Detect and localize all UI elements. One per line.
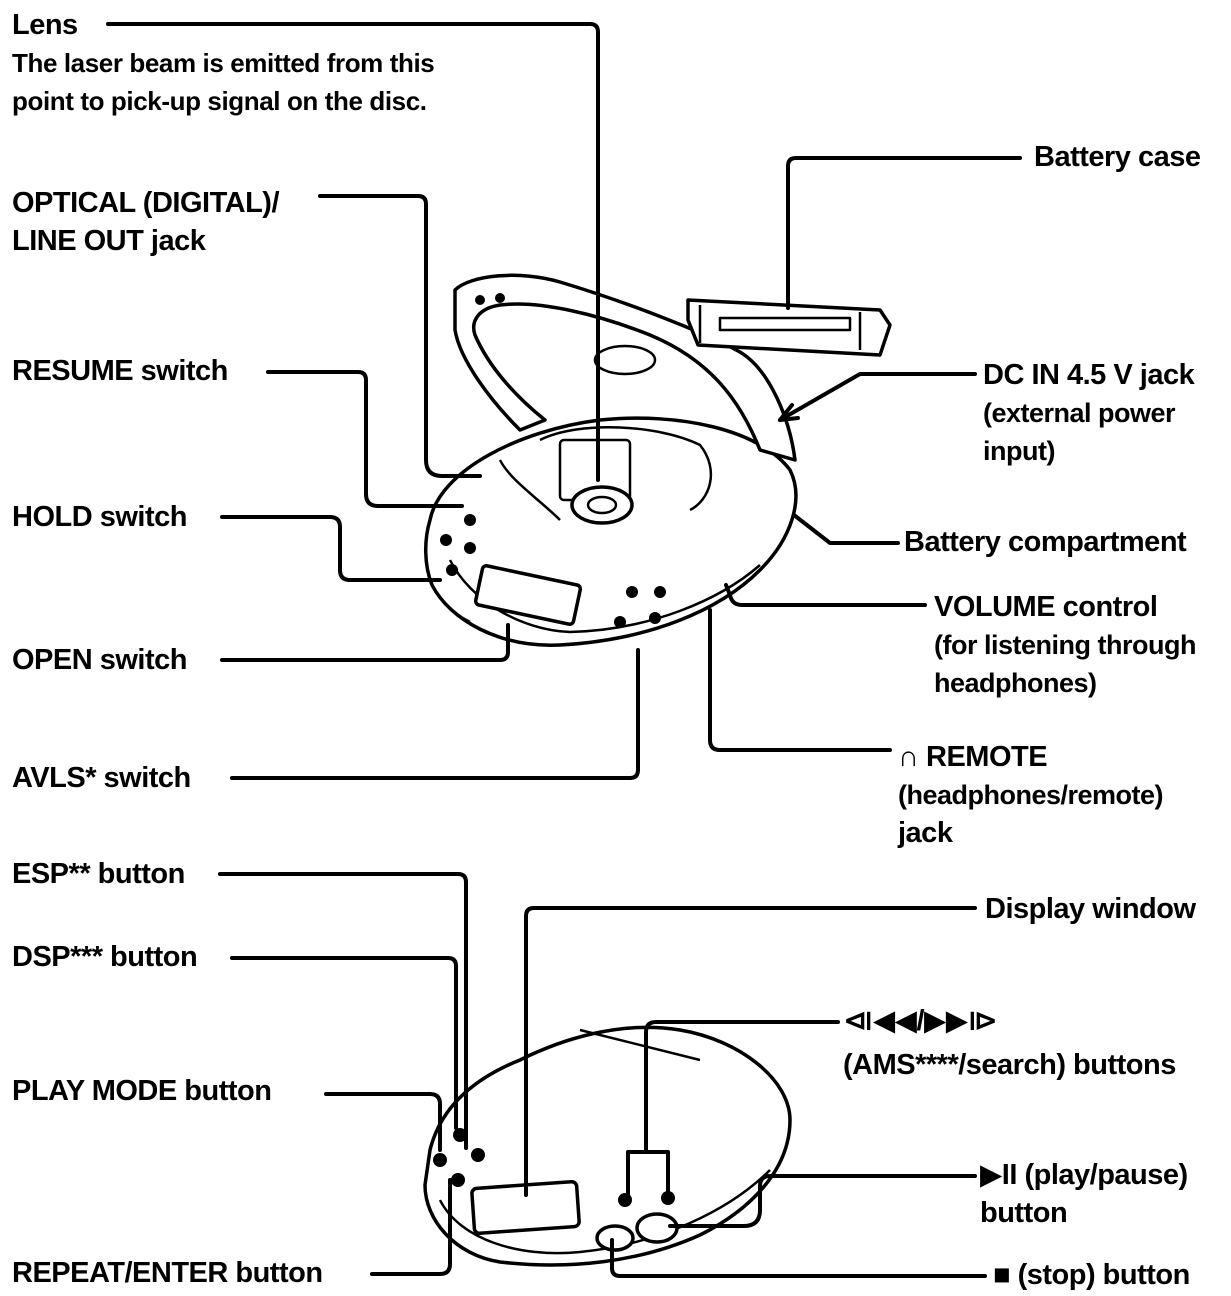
volume-control-label-line-1: VOLUME control (934, 591, 1158, 623)
resume-switch-label: RESUME switch (12, 355, 228, 387)
ams-search-buttons-label-line-2: (AMS****/search) buttons (843, 1049, 1176, 1081)
play-pause-button-label-line-1: ▶II (play/pause) (980, 1159, 1188, 1191)
play-pause-button-label-line-2: button (980, 1197, 1068, 1229)
dc-in-jack-label: DC IN 4.5 V jack (external power input) (983, 356, 1195, 470)
volume-control-label: VOLUME control (for listening through he… (934, 588, 1196, 702)
dc-in-jack-label-line-2: (external power (983, 398, 1176, 428)
esp-button-label: ESP** button (12, 858, 185, 890)
cd-player-closed-illustration (423, 1025, 792, 1267)
remote-jack-label-line-2: (headphones/remote) (898, 780, 1164, 810)
dsp-button-label: DSP*** button (12, 941, 198, 973)
battery-case-label: Battery case (1034, 141, 1201, 173)
leader-lines (106, 22, 1022, 1278)
lens-description-line-1: The laser beam is emitted from this (12, 48, 435, 78)
remote-jack-label-line-1: ∩ REMOTE (898, 741, 1048, 773)
ams-search-buttons-label: ⧏◀◀/▶▶⧐ (AMS****/search) buttons (843, 1002, 1176, 1084)
cd-player-open-illustration (423, 273, 892, 647)
remote-jack-label: ∩ REMOTE (headphones/remote) jack (898, 738, 1164, 852)
lens-description: The laser beam is emitted from this poin… (12, 44, 435, 120)
stop-button-label: ■ (stop) button (993, 1259, 1190, 1291)
optical-out-label: OPTICAL (DIGITAL)/ LINE OUT jack (12, 184, 280, 260)
repeat-enter-button-label: REPEAT/ENTER button (12, 1257, 323, 1289)
remote-jack-label-line-3: jack (898, 817, 953, 849)
volume-control-label-line-3: headphones) (934, 668, 1097, 698)
display-window-label: Display window (985, 893, 1196, 925)
volume-control-label-line-2: (for listening through (934, 630, 1196, 660)
optical-out-label-line-1: OPTICAL (DIGITAL)/ (12, 187, 280, 219)
open-switch-label: OPEN switch (12, 644, 188, 676)
lens-label: Lens (12, 9, 78, 41)
play-mode-button-label: PLAY MODE button (12, 1075, 272, 1107)
dc-in-jack-label-line-3: input) (983, 436, 1055, 466)
optical-out-label-line-2: LINE OUT jack (12, 225, 206, 257)
hold-switch-label: HOLD switch (12, 501, 187, 533)
dc-in-jack-label-line-1: DC IN 4.5 V jack (983, 359, 1195, 391)
ams-search-buttons-label-line-1: ⧏◀◀/▶▶⧐ (843, 1005, 998, 1037)
play-pause-button-label: ▶II (play/pause) button (980, 1156, 1188, 1232)
lens-description-line-2: point to pick-up signal on the disc. (12, 86, 427, 116)
avls-switch-label: AVLS* switch (12, 762, 191, 794)
battery-compartment-label: Battery compartment (904, 526, 1187, 558)
